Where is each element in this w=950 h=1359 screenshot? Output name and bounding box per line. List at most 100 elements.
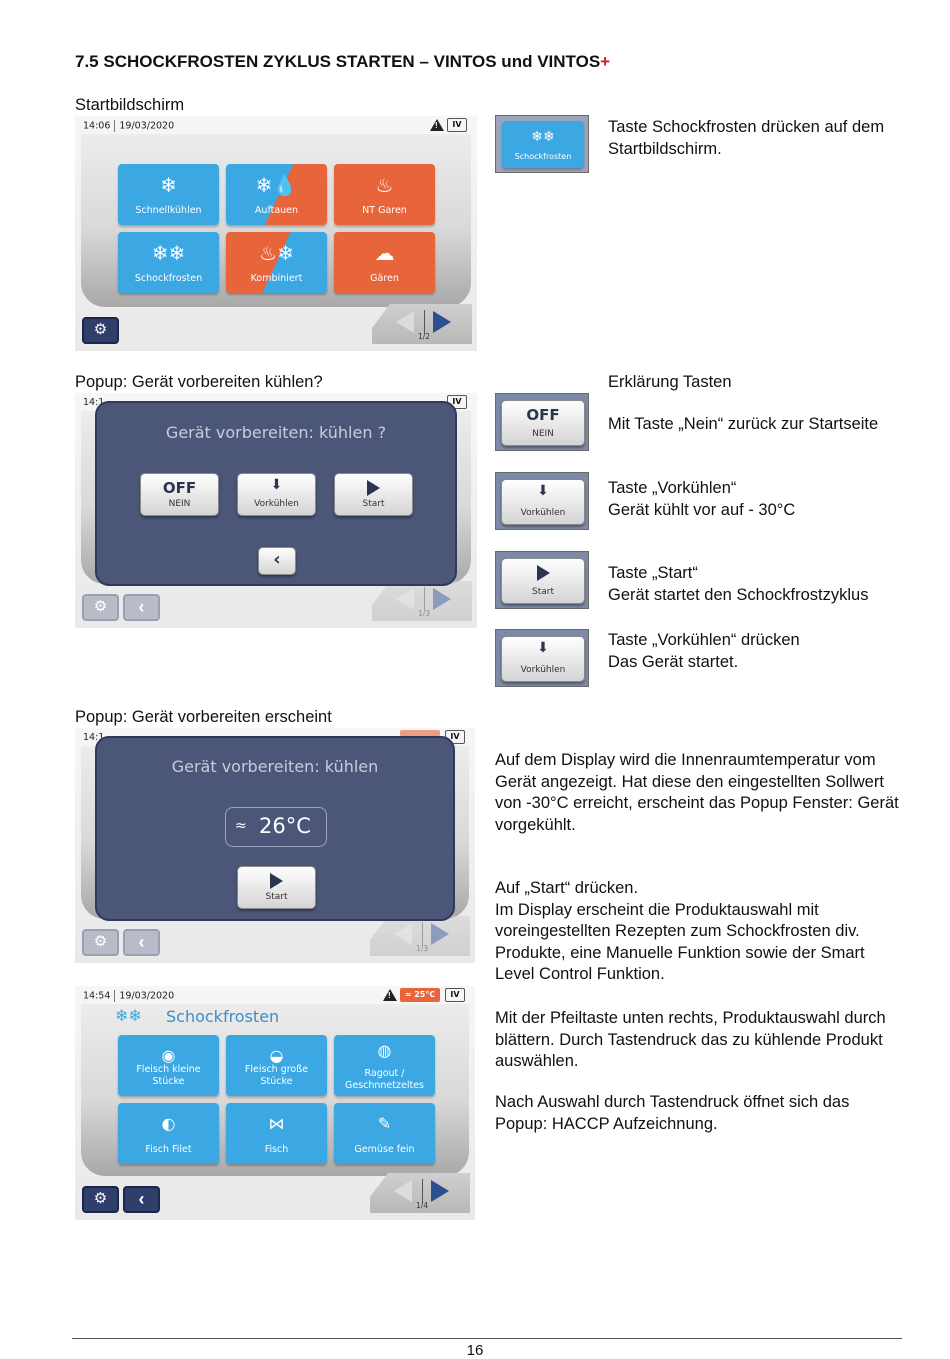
gear-icon: ⚙ <box>93 321 108 338</box>
desc-schockfrosten: Taste Schockfrosten drücken auf dem Star… <box>608 118 885 158</box>
tile-nt-garen[interactable]: ♨NT Garen <box>334 164 435 225</box>
paragraph-display-temp: Auf dem Display wird die Innenraumtemper… <box>495 751 899 834</box>
tile-fisch[interactable]: ⋈Fisch <box>226 1103 327 1164</box>
status-bar: 14:1 <box>83 732 105 743</box>
screen-title: Schockfrosten <box>166 1007 280 1026</box>
thumb-vorkuehlen: ⬇Vorkühlen <box>495 472 589 530</box>
thumb-schockfrosten: ❄❄Schockfrosten <box>495 115 589 173</box>
precool-icon: ⬇ <box>537 483 549 499</box>
thumb-vorkuehlen-button[interactable]: ⬇Vorkühlen <box>501 479 585 525</box>
explain-title: Erklärung Tasten <box>608 373 732 391</box>
arrow-left-icon[interactable] <box>394 923 412 945</box>
start-button[interactable]: Start <box>334 473 413 516</box>
gear-icon: ⚙ <box>93 598 108 615</box>
vorkuehlen-button[interactable]: ⬇Vorkühlen <box>237 473 316 516</box>
gear-icon: ⚙ <box>93 933 108 950</box>
tile-ragout[interactable]: ◍Ragout / Geschnnetzeltes <box>334 1035 435 1096</box>
arrow-right-icon[interactable] <box>433 311 451 333</box>
pager[interactable]: 1/4 <box>370 1173 470 1213</box>
explain-nein: Mit Taste „Nein“ zurück zur Startseite <box>608 415 879 433</box>
thaw-icon: ❄💧 <box>255 173 298 197</box>
thumb-tile-schockfrosten[interactable]: ❄❄Schockfrosten <box>502 121 584 168</box>
back-button[interactable]: ‹ <box>123 929 160 956</box>
settings-gear-button[interactable]: ⚙ <box>82 317 119 344</box>
explain-start: Taste „Start“ Gerät startet den Schockfr… <box>608 564 869 604</box>
popup-erscheint-screenshot: 14:1 IV ⚙ ‹ 1/3 Gerät vorbereiten: kühle… <box>75 728 475 963</box>
thumb-start-button[interactable]: Start <box>501 558 585 604</box>
chevron-left-icon: ‹ <box>138 1189 145 1209</box>
tile-schnellkuehlen[interactable]: ❄Schnellkühlen <box>118 164 219 225</box>
warning-icon <box>383 989 397 1001</box>
label-popup-erscheint: Popup: Gerät vorbereiten erscheint <box>75 708 332 726</box>
pot-icon: ♨ <box>375 173 394 197</box>
popup-kuehlen-screenshot: 14:1 IV ⚙ ‹ 1/3 Gerät vorbereiten: kühle… <box>75 393 477 628</box>
popup-title: Gerät vorbereiten: kühlen ? <box>165 423 387 442</box>
snowflake-icon: ❄ <box>160 173 177 197</box>
pager[interactable]: 1/3 <box>370 916 470 956</box>
tile-kombiniert[interactable]: ♨❄Kombiniert <box>226 232 327 293</box>
tile-auftauen[interactable]: ❄💧Auftauen <box>226 164 327 225</box>
arrow-left-icon[interactable] <box>396 588 414 610</box>
temperature-badge: ≈ 25°C <box>400 988 440 1002</box>
tile-gaeren[interactable]: ☁Gären <box>334 232 435 293</box>
popup-back-button[interactable]: ‹ <box>258 547 296 575</box>
explain-vorkuehlen-druecken: Taste „Vorkühlen“ drücken Das Gerät star… <box>608 631 800 671</box>
paragraph-haccp: Nach Auswahl durch Tastendruck öffnet si… <box>495 1093 850 1133</box>
snowflakes-icon: ❄❄ <box>531 129 555 145</box>
settings-gear-button[interactable]: ⚙ <box>82 1186 119 1213</box>
status-bar: 14:1 <box>83 397 105 408</box>
thumb-vorkuehlen-button-2[interactable]: ⬇Vorkühlen <box>501 636 585 682</box>
thumb-start: Start <box>495 551 589 609</box>
popup-dialog: Gerät vorbereiten: kühlen ≈ 26°C Start <box>95 736 455 921</box>
bread-icon: ☁ <box>374 241 395 265</box>
chevron-left-icon: ‹ <box>273 549 281 570</box>
precool-icon: ⬇ <box>270 477 283 493</box>
tile-fleisch-klein[interactable]: ◉Fleisch kleine Stücke <box>118 1035 219 1096</box>
fish-icon: ⋈ <box>268 1114 285 1133</box>
label-startscreen: Startbildschirm <box>75 96 185 114</box>
slices-icon: ◍ <box>377 1041 392 1060</box>
footer-rule <box>72 1338 902 1339</box>
chevron-left-icon: ‹ <box>138 597 145 617</box>
meat-icon: ◉ <box>161 1046 176 1065</box>
page-number: 16 <box>466 1342 484 1359</box>
snowflakes-icon: ❄❄ <box>115 1008 142 1025</box>
tile-fleisch-gross[interactable]: ◒Fleisch große Stücke <box>226 1035 327 1096</box>
arrow-left-icon[interactable] <box>394 1180 412 1202</box>
fish-fillet-icon: ◐ <box>161 1114 176 1133</box>
settings-gear-button[interactable]: ⚙ <box>82 594 119 621</box>
back-button[interactable]: ‹ <box>123 594 160 621</box>
play-icon <box>367 480 380 496</box>
arrow-left-icon[interactable] <box>396 311 414 333</box>
label-popup-kuehlen: Popup: Gerät vorbereiten kühlen? <box>75 373 323 391</box>
gear-icon: ⚙ <box>93 1190 108 1207</box>
section-heading: 7.5 SCHOCKFROSTEN ZYKLUS STARTEN – VINTO… <box>75 52 611 71</box>
precool-icon: ⬇ <box>537 640 549 656</box>
temperature-display: ≈ 26°C <box>225 807 327 847</box>
explain-vorkuehlen: Taste „Vorkühlen“ Gerät kühlt vor auf - … <box>608 479 796 519</box>
arrow-right-icon[interactable] <box>431 923 449 945</box>
settings-gear-button[interactable]: ⚙ <box>82 929 119 956</box>
tile-fisch-filet[interactable]: ◐Fisch Filet <box>118 1103 219 1164</box>
warning-icon <box>430 119 444 131</box>
wave-icon: ≈ <box>235 818 247 834</box>
iv-badge: IV <box>445 988 465 1002</box>
pager[interactable]: 1/2 <box>372 304 472 344</box>
heading-plus: + <box>600 52 611 71</box>
tile-gemuese-fein[interactable]: ✎Gemüse fein <box>334 1103 435 1164</box>
start-button[interactable]: Start <box>237 866 316 909</box>
popup-title: Gerät vorbereiten: kühlen <box>171 757 379 776</box>
tile-schockfrosten[interactable]: ❄❄Schockfrosten <box>118 232 219 293</box>
play-icon <box>270 873 283 889</box>
pager[interactable]: 1/3 <box>372 581 472 621</box>
arrow-right-icon[interactable] <box>431 1180 449 1202</box>
back-button[interactable]: ‹ <box>123 1186 160 1213</box>
arrow-right-icon[interactable] <box>433 588 451 610</box>
